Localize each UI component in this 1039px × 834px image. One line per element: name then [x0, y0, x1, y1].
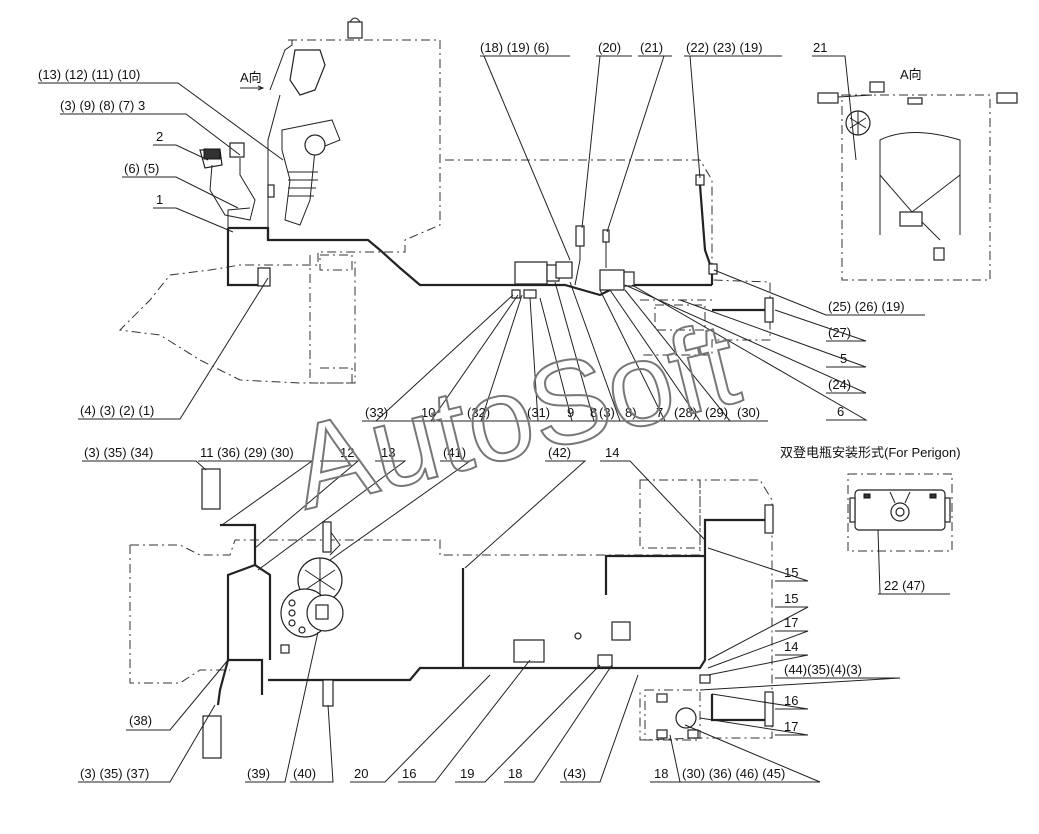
- callout-label: 17: [784, 719, 798, 734]
- callout-label: (30): [737, 405, 760, 420]
- callout-label: (31): [527, 405, 550, 420]
- callout-label: (44)(35)(4)(3): [784, 662, 862, 677]
- callout-label: 19: [460, 766, 474, 781]
- callout-label: (38): [129, 713, 152, 728]
- callout-label: 21: [813, 40, 827, 55]
- top-callouts: (13) (12) (11) (10) (3) (9) (8) (7) 3 2 …: [38, 40, 925, 421]
- callout-label: 1: [156, 192, 163, 207]
- callout-label: 11 (36) (29) (30): [200, 445, 294, 460]
- mid-callouts: (33) 10 (32) (31) 9 8 (3) 8) 7 (28) (29)…: [362, 281, 768, 422]
- callout-label: (6) (5): [124, 161, 159, 176]
- view-label: A向: [900, 67, 922, 82]
- callout-label: (30) (36) (46) (45): [682, 766, 785, 781]
- callout-label: 15: [784, 565, 798, 580]
- callout-label: (25) (26) (19): [828, 299, 905, 314]
- callout-label: (18) (19) (6): [480, 40, 549, 55]
- callout-label: 12: [340, 445, 354, 460]
- callout-label: (42): [548, 445, 571, 460]
- watermark: AutoSoft: [280, 297, 751, 535]
- callout-label: 17: [784, 615, 798, 630]
- battery-title: 双登电瓶安装形式(For Perigon): [780, 445, 961, 460]
- callout-label: 14: [605, 445, 619, 460]
- callout-label: 7: [656, 405, 663, 420]
- callout-label: 20: [354, 766, 368, 781]
- callout-label: 15: [784, 591, 798, 606]
- bottom-callouts: (3) (35) (34) 11 (36) (29) (30) 12 13 (4…: [78, 445, 901, 783]
- callout-label: (13) (12) (11) (10): [38, 67, 140, 82]
- callout-label: (41): [443, 445, 466, 460]
- callout-label: (40): [293, 766, 316, 781]
- callout-label: (32): [467, 405, 490, 420]
- callout-label: 10: [421, 405, 435, 420]
- callout-label: 18: [654, 766, 668, 781]
- callout-label: (39): [247, 766, 270, 781]
- callout-label: 18: [508, 766, 522, 781]
- callout-label: 2: [156, 129, 163, 144]
- callout-label: 16: [402, 766, 416, 781]
- callout-label: (21): [640, 40, 663, 55]
- callout-label: (33): [365, 405, 388, 420]
- callout-label: 14: [784, 639, 798, 654]
- callout-label: 8): [625, 405, 637, 420]
- callout-label: (22) (23) (19): [686, 40, 763, 55]
- callout-label: (3) (9) (8) (7) 3: [60, 98, 145, 113]
- callout-label: (3) (35) (37): [80, 766, 149, 781]
- battery-detail: 双登电瓶安装形式(For Perigon) 22 (47): [780, 445, 961, 595]
- battery-label: 22 (47): [884, 578, 925, 593]
- callout-label: (43): [563, 766, 586, 781]
- callout-label: (3) (35) (34): [84, 445, 153, 460]
- callout-label: 13: [381, 445, 395, 460]
- callout-label: (20): [598, 40, 621, 55]
- callout-label: (3): [599, 405, 615, 420]
- callout-label: (4) (3) (2) (1): [80, 403, 154, 418]
- a-direction-detail: 21 A向: [812, 40, 1018, 281]
- callout-label: 6: [837, 404, 844, 419]
- callout-label: 16: [784, 693, 798, 708]
- callout-label: A向: [240, 70, 262, 85]
- callout-label: 8: [590, 405, 597, 420]
- callout-label: 9: [567, 405, 574, 420]
- callout-label: (24): [828, 377, 851, 392]
- callout-label: (29): [705, 405, 728, 420]
